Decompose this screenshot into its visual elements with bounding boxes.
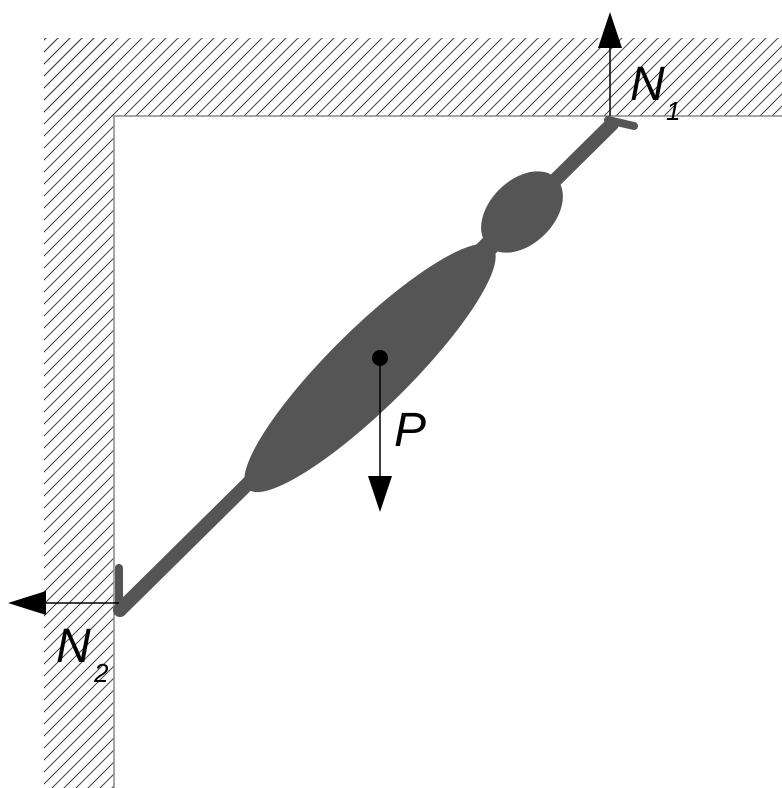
force-n2: N 2 — [8, 591, 119, 688]
wall-interior-mask — [114, 116, 782, 788]
body-neck — [470, 230, 505, 265]
force-p-arrowhead-icon — [368, 476, 392, 512]
n2-subscript: 2 — [93, 658, 109, 688]
rigid-body — [113, 116, 638, 617]
force-n1: N 1 — [598, 12, 680, 126]
n1-label: N — [630, 58, 665, 111]
left-wall — [44, 38, 114, 788]
force-n1-arrowhead-icon — [598, 12, 622, 48]
force-n2-arrowhead-icon — [8, 591, 46, 615]
p-label: P — [394, 404, 426, 457]
wall-inner-edge — [113, 115, 782, 788]
body-large-bulge — [244, 243, 496, 493]
top-hook — [604, 116, 638, 130]
body-small-bulge — [481, 171, 563, 253]
n1-subscript: 1 — [666, 96, 680, 126]
wall-group — [44, 38, 782, 788]
ceiling-wall — [44, 38, 782, 116]
n2-label: N — [56, 620, 91, 673]
force-p: P — [368, 350, 426, 512]
